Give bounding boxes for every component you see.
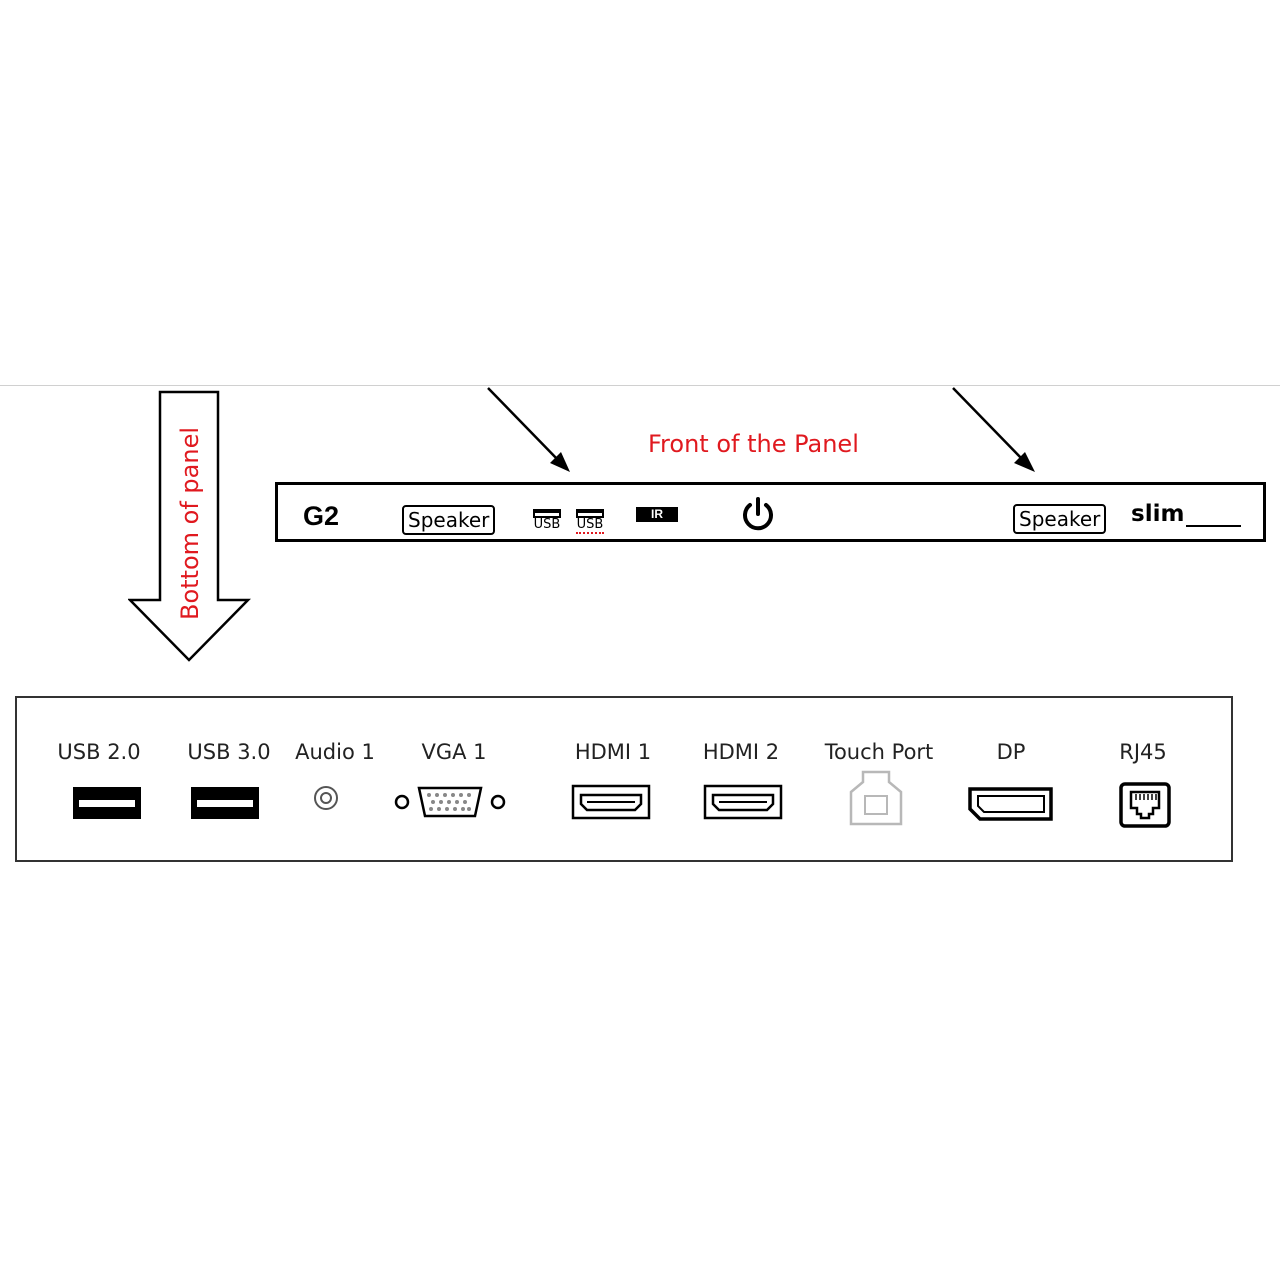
power-icon [743, 497, 773, 531]
divider-line [0, 385, 1280, 386]
arrow-to-usb-head [550, 452, 570, 472]
port-label: HDMI 1 [574, 740, 652, 764]
port-hdmi-1: HDMI 1 [565, 698, 661, 764]
hdmi-port-icon [703, 784, 783, 820]
hdmi-port-icon [571, 784, 651, 820]
port-label: USB 3.0 [187, 740, 271, 764]
speaker-left: Speaker [402, 505, 496, 535]
front-panel-title: Front of the Panel [648, 430, 859, 458]
usb-b-port-icon [849, 770, 903, 826]
usb-icon [576, 509, 604, 518]
port-usb-2: USB 2.0 [49, 698, 149, 764]
slim-label: slim [1131, 501, 1185, 527]
slim-blank-line [1186, 525, 1241, 527]
ir-sensor: IR [636, 507, 678, 522]
usb-a-port-icon [73, 787, 141, 819]
port-rj45: RJ45 [1111, 698, 1175, 764]
usb-icon [533, 509, 561, 518]
arrow-to-usb [487, 387, 561, 463]
rj45-port-icon [1119, 782, 1171, 828]
arrow-to-speaker [952, 387, 1025, 462]
audio-jack-icon [314, 786, 338, 810]
front-usb-port-2: USB [576, 509, 604, 537]
speaker-right: Speaker [1013, 504, 1107, 534]
model-label: G2 [303, 501, 340, 531]
port-label: VGA 1 [421, 740, 487, 764]
pointer-arrows [487, 387, 1035, 472]
usb-a-port-icon [191, 787, 259, 819]
vga-port-icon [394, 786, 506, 818]
port-dp: DP [981, 698, 1041, 764]
port-label: RJ45 [1119, 740, 1167, 764]
usb-red-marker [576, 532, 604, 537]
front-usb-label-2: USB [576, 517, 604, 532]
arrow-to-speaker-head [1014, 452, 1035, 472]
port-label: HDMI 2 [702, 740, 780, 764]
port-audio-1: Audio 1 [293, 698, 377, 764]
port-label: Touch Port [824, 740, 934, 764]
front-panel: G2 Speaker USB USB IR Speaker slim [275, 482, 1266, 542]
port-label: DP [996, 740, 1026, 764]
port-label: USB 2.0 [57, 740, 141, 764]
bottom-panel: USB 2.0 USB 3.0 Audio 1 VGA 1 HDMI 1 [15, 696, 1233, 862]
port-label: Audio 1 [295, 740, 375, 764]
port-touch: Touch Port [813, 698, 945, 764]
port-vga-1: VGA 1 [407, 698, 501, 764]
port-hdmi-2: HDMI 2 [693, 698, 789, 764]
front-usb-label-1: USB [533, 517, 561, 532]
bottom-panel-arrow-label: Bottom of panel [176, 426, 204, 620]
down-arrow-icon [128, 390, 251, 662]
port-usb-3: USB 3.0 [177, 698, 281, 764]
front-usb-port-1: USB [533, 509, 561, 532]
displayport-icon [968, 787, 1053, 821]
